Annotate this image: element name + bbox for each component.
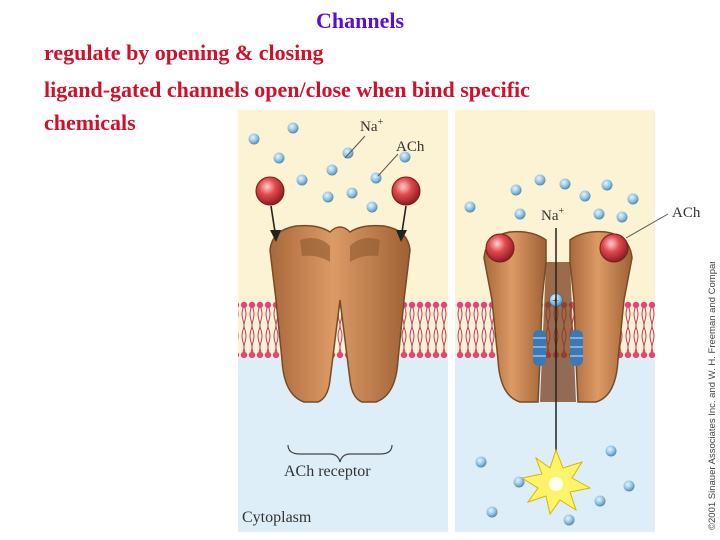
cytoplasm-label: Cytoplasm: [242, 509, 312, 526]
copyright-credit: ©2001 Sinauer Associates Inc. and W. H. …: [707, 262, 718, 530]
panel-open: ACh Na+ +: [455, 110, 701, 532]
plus-sign: +: [552, 295, 558, 307]
bullet-ligand-gated: ligand-gated channels open/close when bi…: [44, 77, 530, 102]
ach-bound-right-1: [485, 233, 515, 263]
receptor-bracket: [287, 444, 393, 463]
na-ions-left: [248, 122, 411, 213]
charged-residues: [533, 330, 583, 366]
ach-label-left: ACh: [396, 139, 425, 155]
svg-text:©2001 Sinauer Associates Inc.: ©2001 Sinauer Associates Inc. and W. H. …: [707, 262, 718, 530]
na-label-right: Na+: [541, 206, 565, 224]
arrow-left-2: [401, 205, 407, 233]
bullet-regulate: regulate by opening & closing: [44, 40, 324, 65]
bullet-chemicals: chemicals: [44, 110, 136, 135]
open-pore: [540, 262, 576, 402]
slide-title: Channels: [315, 8, 405, 33]
ach-label-right: ACh: [672, 205, 701, 221]
ach-molecule-left-1: [255, 176, 285, 206]
na-ions-cytoplasm: [475, 445, 635, 526]
arrow-left-1: [270, 205, 276, 233]
ach-bound-right-2: [599, 233, 629, 263]
na-ions-right: [464, 174, 639, 223]
panel-closed: Na+ ACh ACh receptor Cytoplasm: [238, 110, 448, 532]
receptor-closed-protein: [269, 224, 411, 403]
na-label-left: Na+: [360, 117, 384, 135]
ach-molecule-left-2: [391, 176, 421, 206]
receptor-label: ACh receptor: [284, 463, 371, 480]
